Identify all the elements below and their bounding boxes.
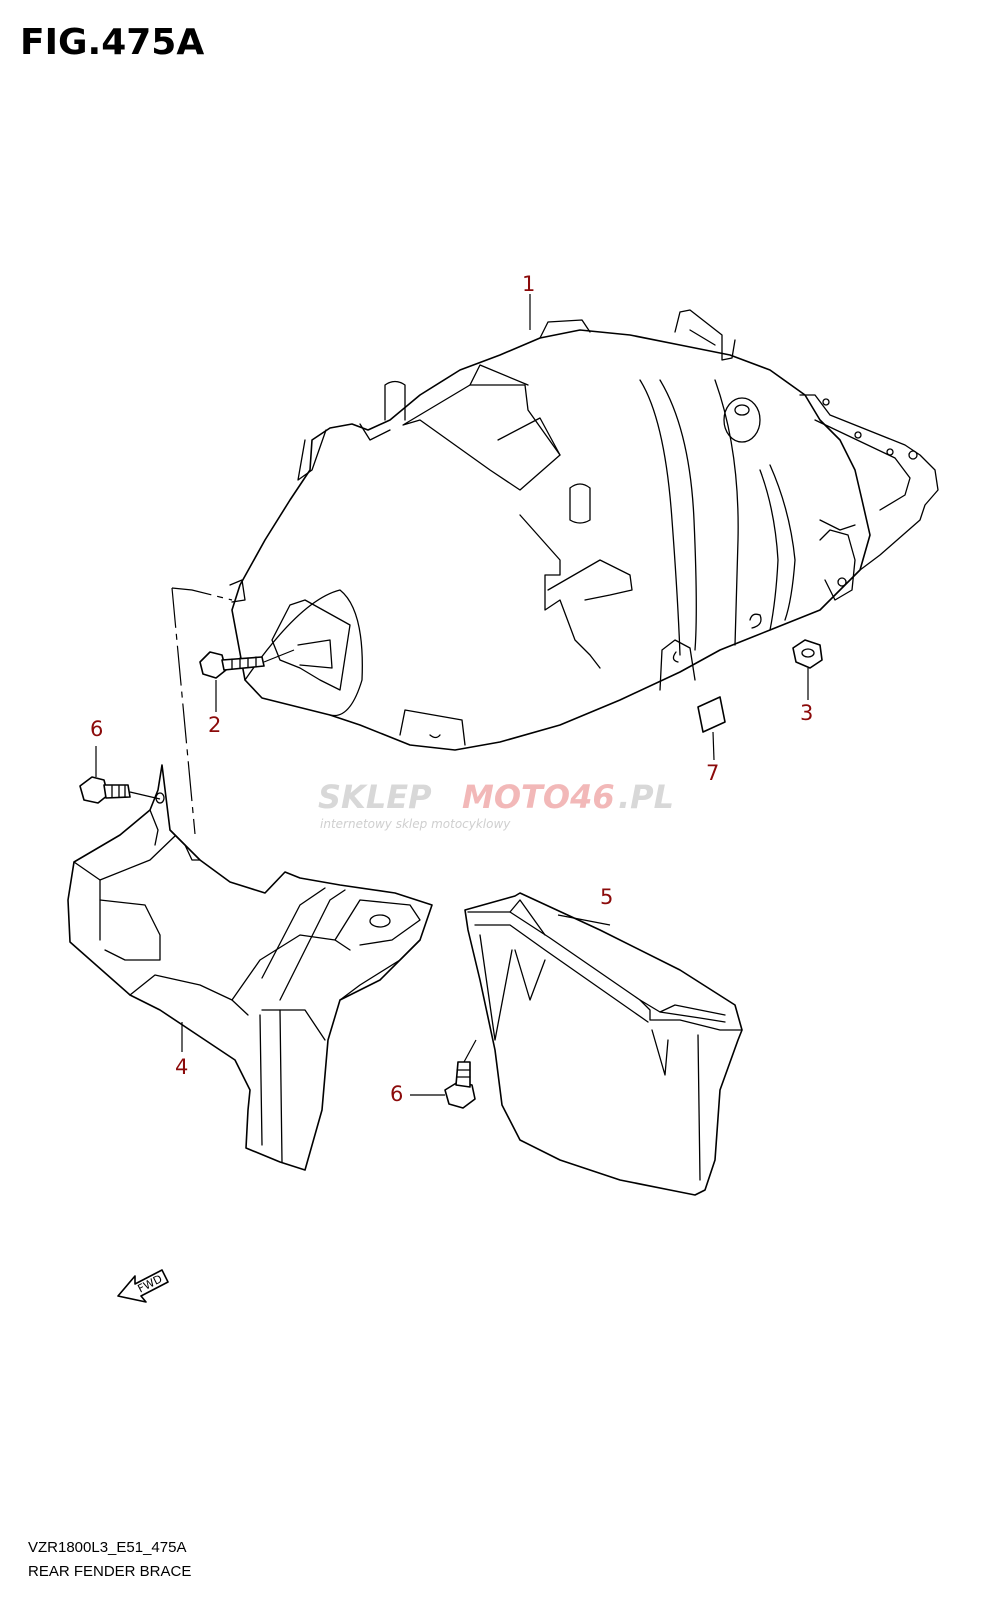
watermark: SKLEP MOTO46 .PL internetowy sklep motoc…: [318, 778, 674, 831]
callout-6-upper: 6: [90, 717, 103, 741]
callout-3: 3: [800, 701, 813, 725]
watermark-brand-b: MOTO46: [462, 778, 615, 816]
callout-5: 5: [600, 885, 613, 909]
forward-arrow: FWD: [117, 1269, 169, 1303]
watermark-tagline: internetowy sklep motocyklowy: [320, 817, 511, 831]
rear-fender-part: [229, 309, 939, 751]
figure-code: VZR1800L3_E51_475A: [28, 1539, 187, 1556]
figure-caption: REAR FENDER BRACE: [28, 1563, 192, 1580]
alignment-lines: [171, 587, 233, 835]
figure-footer: VZR1800L3_E51_475A REAR FENDER BRACE: [28, 1536, 191, 1584]
watermark-brand-a: SKLEP: [318, 778, 432, 816]
nut-part-3: [792, 639, 823, 700]
bolt-part-6-upper: [79, 746, 165, 804]
callout-labels: 1 2 3 4 5 6 6 7: [90, 272, 813, 1106]
callout-2: 2: [208, 713, 221, 737]
callout-4: 4: [175, 1055, 188, 1079]
watermark-brand-c: .PL: [618, 778, 674, 816]
pad-part-7: [697, 696, 726, 761]
callout-7: 7: [706, 761, 719, 785]
callout-6-lower: 6: [390, 1082, 403, 1106]
page-title: FIG.475A: [20, 22, 205, 63]
cover-part-5: [464, 892, 743, 1196]
brace-part-4: [67, 764, 433, 1171]
callout-1: 1: [522, 272, 535, 296]
bolt-part-2: [199, 649, 295, 712]
bolt-part-6-lower: [410, 1039, 477, 1109]
